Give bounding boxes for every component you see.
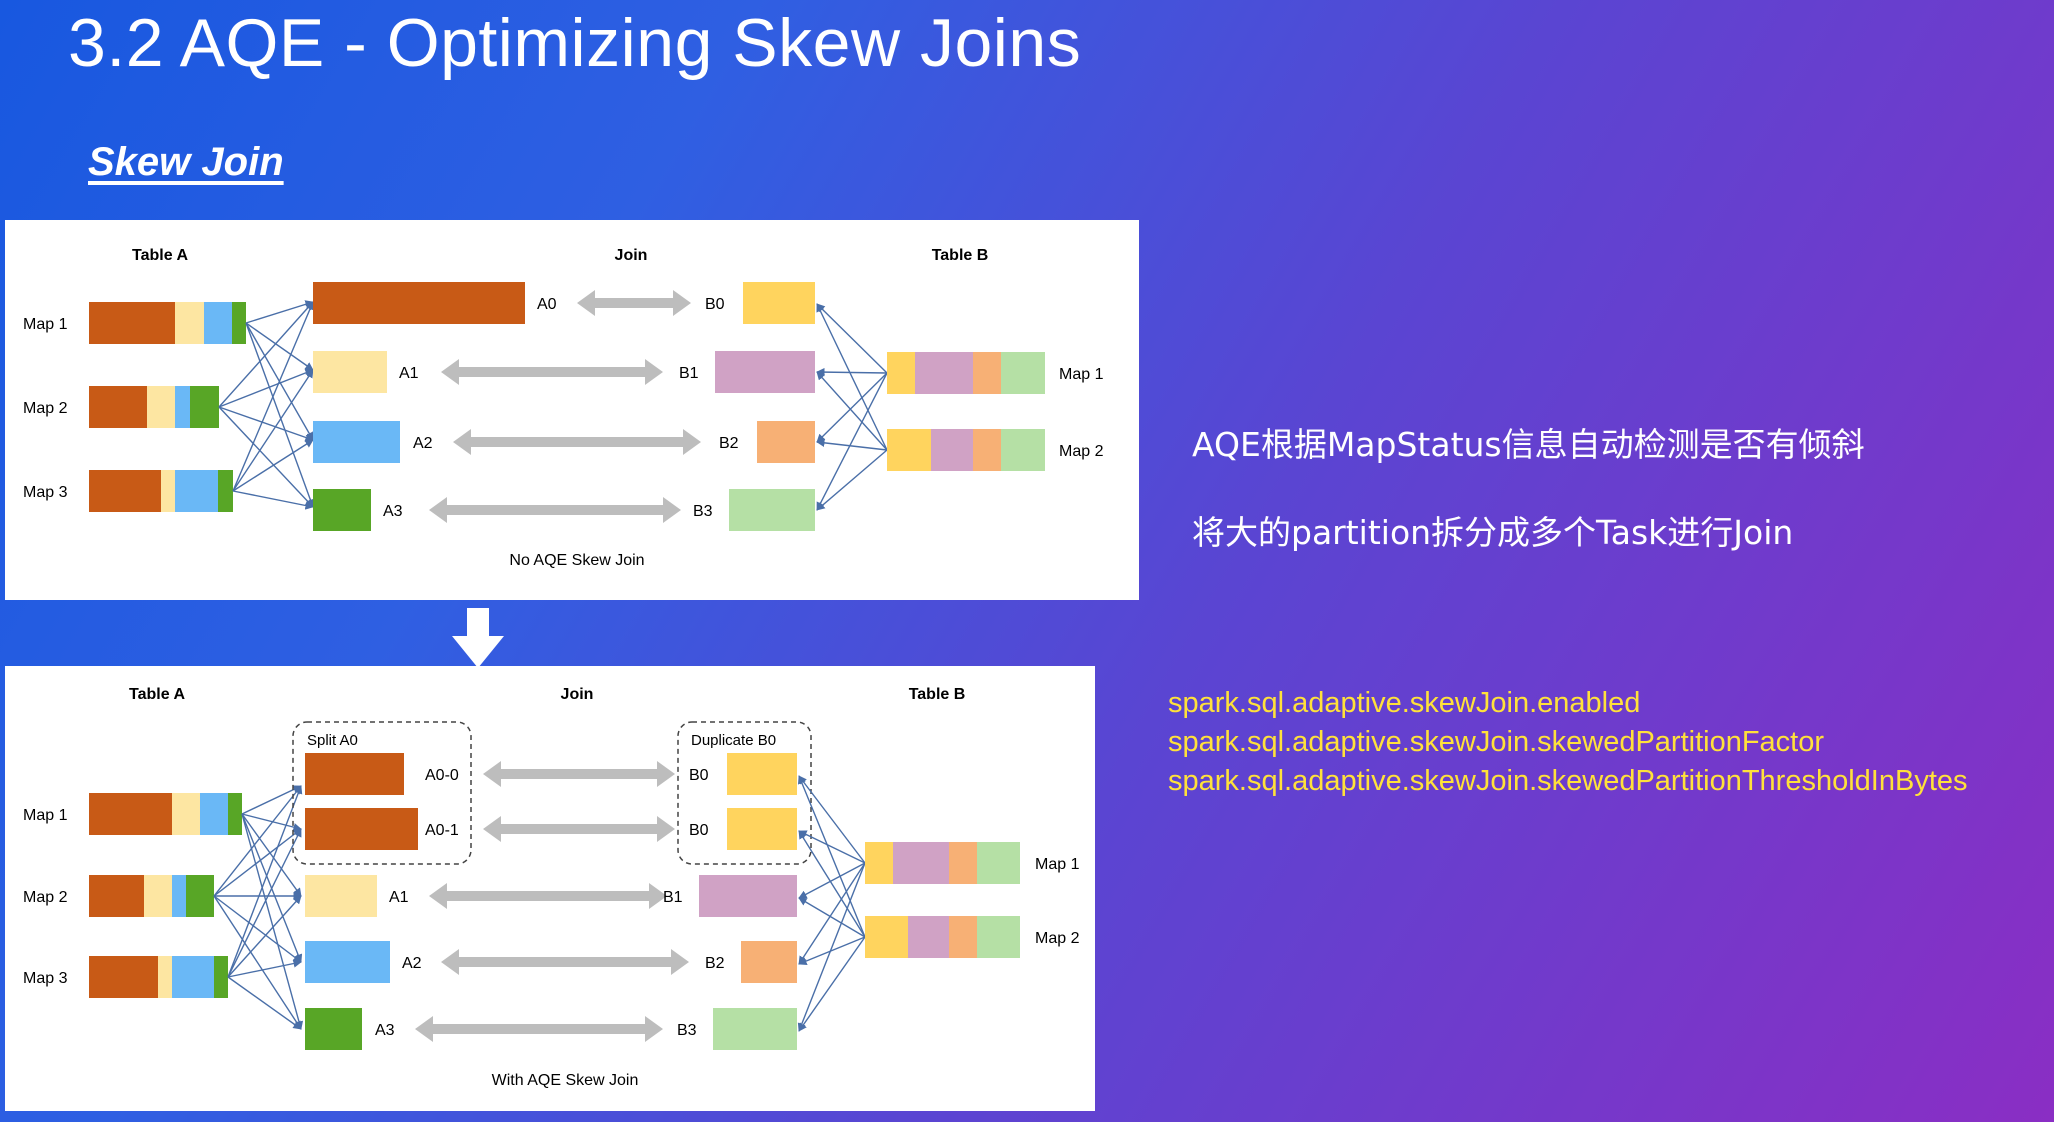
- partition-label-b: B2: [719, 435, 739, 452]
- diagram-no-aqe-svg: Table A Join Table B Map 1 Map 2 Map 3: [23, 247, 1104, 569]
- map-label-a: Map 3: [23, 484, 68, 501]
- partition-label-b: B3: [677, 1022, 697, 1039]
- map-label-b: Map 2: [1035, 930, 1080, 947]
- split-a0-label: Split A0: [307, 732, 358, 749]
- map-label-a: Map 2: [23, 400, 68, 417]
- down-arrow-icon: [452, 608, 504, 668]
- partition-label-b: B3: [693, 503, 713, 520]
- partition-a3: [313, 489, 371, 531]
- map-bar-b2: [887, 429, 1045, 471]
- duplicate-b0-box: [677, 721, 812, 865]
- header-table-b: Table B: [909, 686, 966, 703]
- config-keys: spark.sql.adaptive.skewJoin.enabled spar…: [1168, 684, 1968, 801]
- diagram-caption: With AQE Skew Join: [492, 1072, 639, 1089]
- partition-b0-copy: [727, 753, 797, 795]
- partition-label-a: A3: [383, 503, 403, 520]
- partition-label-b: B1: [663, 889, 683, 906]
- partition-label-a: A0-0: [425, 767, 459, 784]
- diagram-no-aqe: Table A Join Table B Map 1 Map 2 Map 3: [5, 220, 1139, 600]
- map-bar-a1: [89, 793, 242, 835]
- partition-label-a: A2: [413, 435, 433, 452]
- note-partition-split: 将大的partition拆分成多个Task进行Join: [1192, 513, 1794, 552]
- map-bar-a3: [89, 470, 233, 512]
- partition-a0-0: [305, 753, 404, 795]
- header-table-a: Table A: [129, 686, 185, 703]
- partition-label-a: A0-1: [425, 822, 459, 839]
- partition-a3: [305, 1008, 362, 1050]
- header-join: Join: [561, 686, 594, 703]
- section-subtitle: Skew Join: [88, 140, 284, 184]
- partition-a0-1: [305, 808, 418, 850]
- map-label-a: Map 1: [23, 807, 68, 824]
- join-arrows: [429, 290, 701, 523]
- partition-b1: [715, 351, 815, 393]
- partition-label-b: B1: [679, 365, 699, 382]
- diagram-caption: No AQE Skew Join: [509, 552, 644, 569]
- partition-label-a: A3: [375, 1022, 395, 1039]
- links-b: [816, 303, 888, 511]
- map-label-b: Map 1: [1035, 856, 1080, 873]
- partition-b2: [757, 421, 815, 463]
- partition-label-b: B0: [705, 296, 725, 313]
- partition-label-b: B0: [689, 822, 709, 839]
- map-bar-b1: [887, 352, 1045, 394]
- partition-a2: [313, 421, 400, 463]
- duplicate-b0-label: Duplicate B0: [691, 732, 776, 749]
- partition-label-a: A2: [402, 955, 422, 972]
- partition-a0: [313, 282, 525, 324]
- links-a: [213, 785, 304, 1030]
- partition-label-a: A1: [399, 365, 419, 382]
- partition-b3: [713, 1008, 797, 1050]
- map-label-a: Map 1: [23, 316, 68, 333]
- partition-label-b: B0: [689, 767, 709, 784]
- partition-b2: [741, 941, 797, 983]
- note-skew-detection: AQE根据MapStatus信息自动检测是否有倾斜: [1192, 425, 1865, 464]
- map-bar-a3: [89, 956, 228, 998]
- diagram-with-aqe: Table A Join Table B Map 1 Map 2 Map 3: [5, 666, 1095, 1111]
- map-bar-b1: [865, 842, 1020, 884]
- partition-label-a: A1: [389, 889, 409, 906]
- partition-b1: [699, 875, 797, 917]
- partition-b3: [729, 489, 815, 531]
- partition-a1: [305, 875, 377, 917]
- map-bar-b2: [865, 916, 1020, 958]
- links-b: [797, 775, 866, 1032]
- partition-b0: [743, 282, 815, 324]
- links-a: [218, 300, 315, 510]
- partition-label-a: A0: [537, 296, 557, 313]
- map-bar-a1: [89, 302, 246, 344]
- map-label-a: Map 2: [23, 889, 68, 906]
- header-table-a: Table A: [132, 247, 188, 264]
- slide-title: 3.2 AQE - Optimizing Skew Joins: [68, 5, 1082, 81]
- map-bar-a2: [89, 386, 219, 428]
- diagram-with-aqe-svg: Table A Join Table B Map 1 Map 2 Map 3: [23, 686, 1080, 1089]
- config-key: spark.sql.adaptive.skewJoin.skewedPartit…: [1168, 765, 1968, 797]
- map-label-a: Map 3: [23, 970, 68, 987]
- header-table-b: Table B: [932, 247, 989, 264]
- partition-label-b: B2: [705, 955, 725, 972]
- split-a0-box: [292, 721, 472, 865]
- partition-a2: [305, 941, 390, 983]
- map-label-b: Map 1: [1059, 366, 1104, 383]
- join-arrows: [415, 761, 689, 1042]
- map-label-b: Map 2: [1059, 443, 1104, 460]
- config-key: spark.sql.adaptive.skewJoin.skewedPartit…: [1168, 726, 1825, 758]
- map-bar-a2: [89, 875, 214, 917]
- partition-a1: [313, 351, 387, 393]
- header-join: Join: [615, 247, 648, 264]
- partition-b0-copy: [727, 808, 797, 850]
- config-key: spark.sql.adaptive.skewJoin.enabled: [1168, 687, 1641, 719]
